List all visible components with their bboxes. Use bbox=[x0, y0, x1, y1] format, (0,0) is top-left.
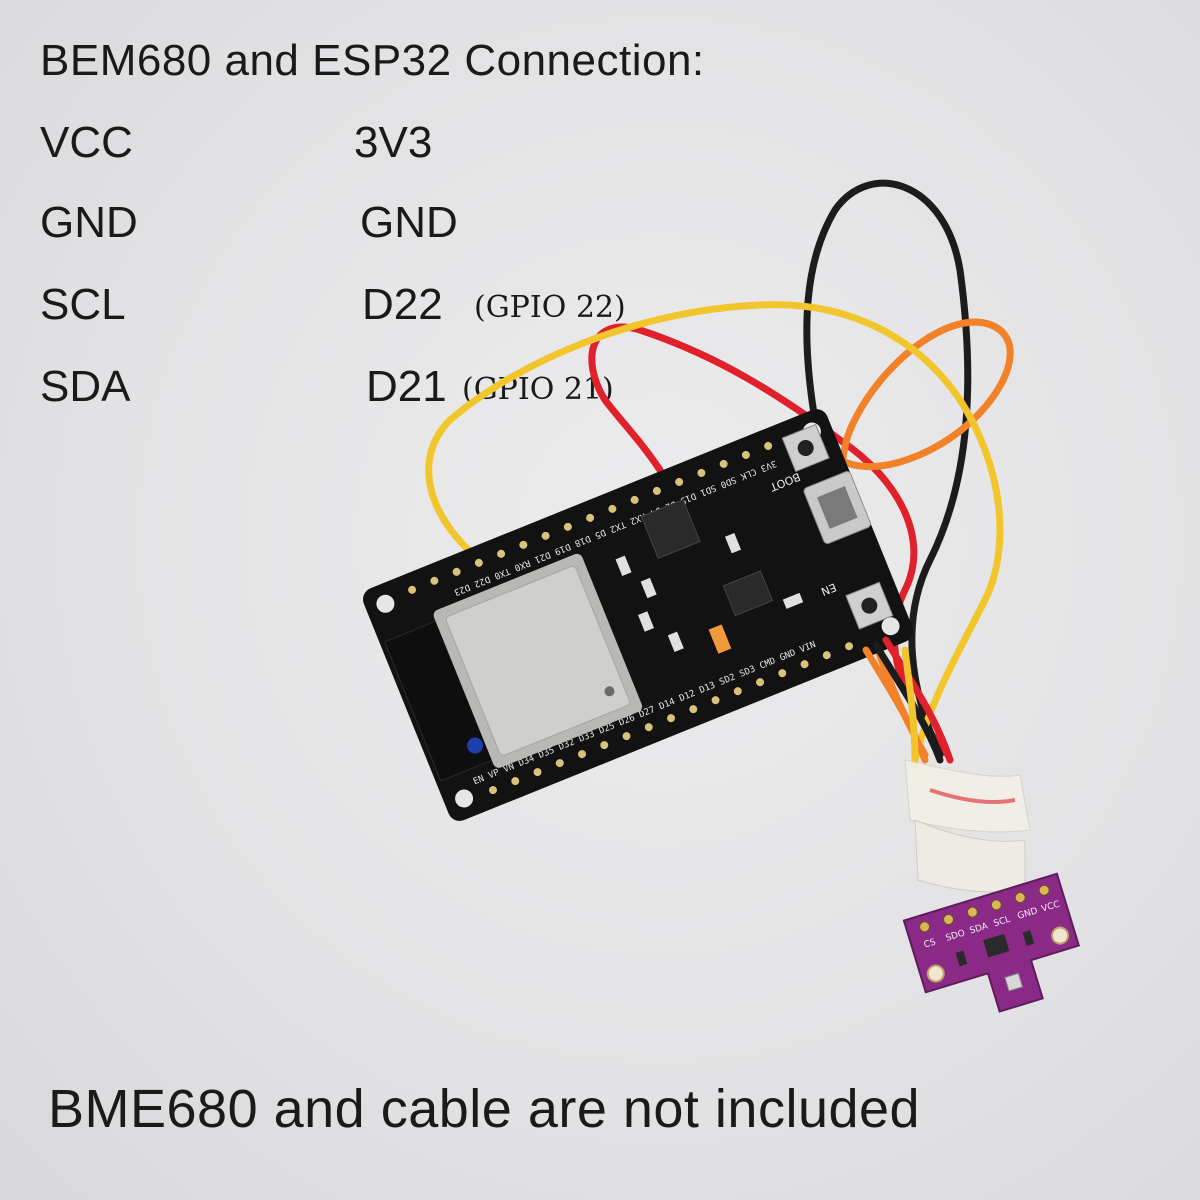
wroom-shield bbox=[445, 565, 631, 756]
esp32-board: 3V3 CLK SD0 SD1 D15 D2 D4 RX2 TX2 D5 D18… bbox=[362, 409, 914, 821]
antenna-dot bbox=[467, 737, 484, 754]
mount-hole bbox=[926, 964, 945, 983]
esp-pin-label: GND bbox=[360, 198, 458, 247]
gpio-label: (GPIO 22) bbox=[474, 290, 626, 325]
smd-components bbox=[615, 532, 804, 653]
mount-hole bbox=[455, 789, 474, 808]
sensor-pin-label: SDA bbox=[40, 362, 131, 411]
esp-pin-label: 3V3 bbox=[354, 118, 433, 167]
wire-bundle bbox=[862, 636, 954, 769]
esp-pin-label: D22 bbox=[362, 280, 443, 329]
page-title: BEM680 and ESP32 Connection: bbox=[40, 36, 705, 85]
mount-hole bbox=[1051, 926, 1070, 945]
sensor-pin-label: SCL bbox=[992, 915, 1011, 930]
bme680-element bbox=[1004, 972, 1024, 992]
footer-note: BME680 and cable are not included bbox=[48, 1079, 921, 1139]
yellow-wire bbox=[425, 301, 1004, 764]
bme680-sensor: CS SDO SDA SCL GND VCC bbox=[902, 872, 1081, 1013]
mount-hole bbox=[376, 594, 395, 613]
smd-part bbox=[955, 950, 968, 967]
black-wire bbox=[803, 179, 972, 759]
top-header-pins bbox=[408, 441, 773, 594]
tape-wrap bbox=[904, 759, 1031, 893]
mount-hole bbox=[881, 617, 900, 636]
orange-led bbox=[708, 624, 732, 654]
en-label: EN bbox=[819, 580, 838, 598]
sensor-pin-holes bbox=[919, 884, 1050, 933]
smd-part bbox=[1022, 930, 1035, 946]
bottom-header-pins bbox=[489, 642, 854, 795]
regulator bbox=[722, 570, 774, 617]
sensor-pin-label: CS bbox=[923, 937, 938, 950]
esp-pin-label: D21 bbox=[366, 362, 447, 411]
sensor-pin-label: SCL bbox=[40, 280, 126, 329]
sensor-chip bbox=[983, 933, 1010, 958]
sensor-pin-label: VCC bbox=[40, 118, 133, 167]
usb-chip bbox=[640, 499, 701, 559]
module-dot bbox=[604, 686, 615, 697]
sensor-pin-label: GND bbox=[40, 198, 138, 247]
